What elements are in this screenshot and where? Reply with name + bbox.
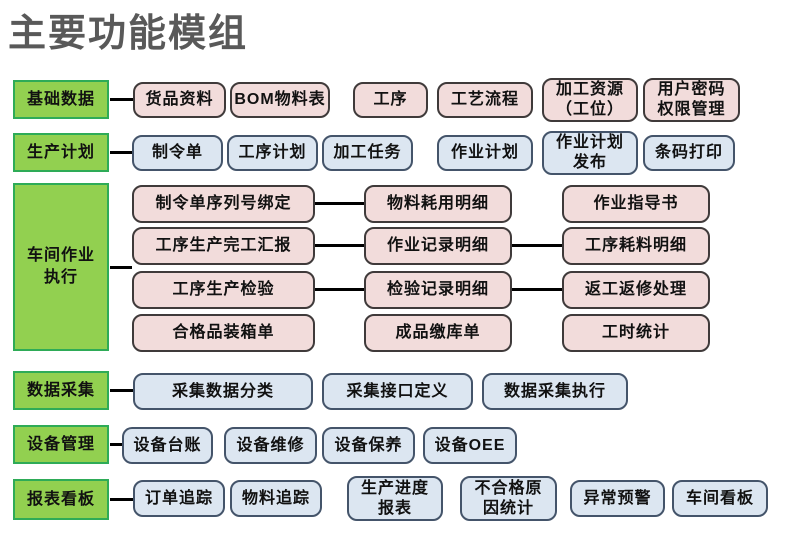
connector-line: [110, 498, 133, 501]
module-box: 成品缴库单: [364, 314, 512, 352]
module-box: 生产进度 报表: [347, 476, 443, 521]
connector-line: [512, 244, 562, 247]
module-box: 货品资料: [133, 82, 226, 118]
category-box-data-collection: 数据采集: [13, 371, 109, 410]
module-box: 作业指导书: [562, 185, 710, 223]
module-box: 检验记录明细: [364, 271, 512, 309]
category-box-production-plan: 生产计划: [13, 133, 109, 172]
module-box: 工序生产完工汇报: [132, 227, 315, 265]
connector-line: [315, 202, 364, 205]
module-box: 作业计划 发布: [542, 131, 638, 175]
module-box: 返工返修处理: [562, 271, 710, 309]
connector-line: [315, 244, 364, 247]
connector-line: [110, 151, 132, 154]
connector-line: [315, 288, 364, 291]
module-box: 设备OEE: [423, 427, 517, 464]
module-box: 订单追踪: [133, 480, 225, 517]
category-box-report-board: 报表看板: [13, 479, 109, 520]
module-box: 采集接口定义: [322, 373, 473, 410]
module-box: 工序耗料明细: [562, 227, 710, 265]
module-box: 作业计划: [437, 135, 533, 171]
module-box: 工时统计: [562, 314, 710, 352]
module-box: 异常预警: [570, 480, 665, 517]
connector-line: [110, 266, 132, 269]
module-box: 制令单: [132, 135, 223, 171]
module-box: 用户密码 权限管理: [643, 78, 740, 122]
module-box: 物料耗用明细: [364, 185, 512, 223]
connector-line: [512, 288, 562, 291]
module-box: BOM物料表: [230, 82, 330, 118]
module-box: 合格品装箱单: [132, 314, 315, 352]
module-box: 数据采集执行: [482, 373, 628, 410]
module-box: 采集数据分类: [133, 373, 313, 410]
module-box: 加工任务: [322, 135, 413, 171]
module-box: 设备保养: [322, 427, 415, 464]
module-box: 设备台账: [122, 427, 213, 464]
module-box: 物料追踪: [230, 480, 322, 517]
category-box-basic-data: 基础数据: [13, 80, 109, 119]
module-box: 条码打印: [643, 135, 735, 171]
category-box-shopfloor-execution: 车间作业 执行: [13, 183, 109, 351]
module-box: 制令单序列号绑定: [132, 185, 315, 223]
module-box: 车间看板: [672, 480, 768, 517]
module-box: 作业记录明细: [364, 227, 512, 265]
module-box: 工序生产检验: [132, 271, 315, 309]
page-title: 主要功能模组: [8, 13, 249, 55]
connector-line: [110, 389, 133, 392]
module-box: 工序: [353, 82, 428, 118]
module-box: 设备维修: [224, 427, 317, 464]
module-box: 不合格原 因统计: [460, 476, 557, 521]
module-box: 加工资源 （工位）: [542, 78, 638, 122]
connector-line: [110, 98, 133, 101]
category-box-equipment-mgmt: 设备管理: [13, 425, 109, 464]
connector-line: [110, 443, 122, 446]
module-box: 工艺流程: [437, 82, 533, 118]
module-box: 工序计划: [227, 135, 318, 171]
